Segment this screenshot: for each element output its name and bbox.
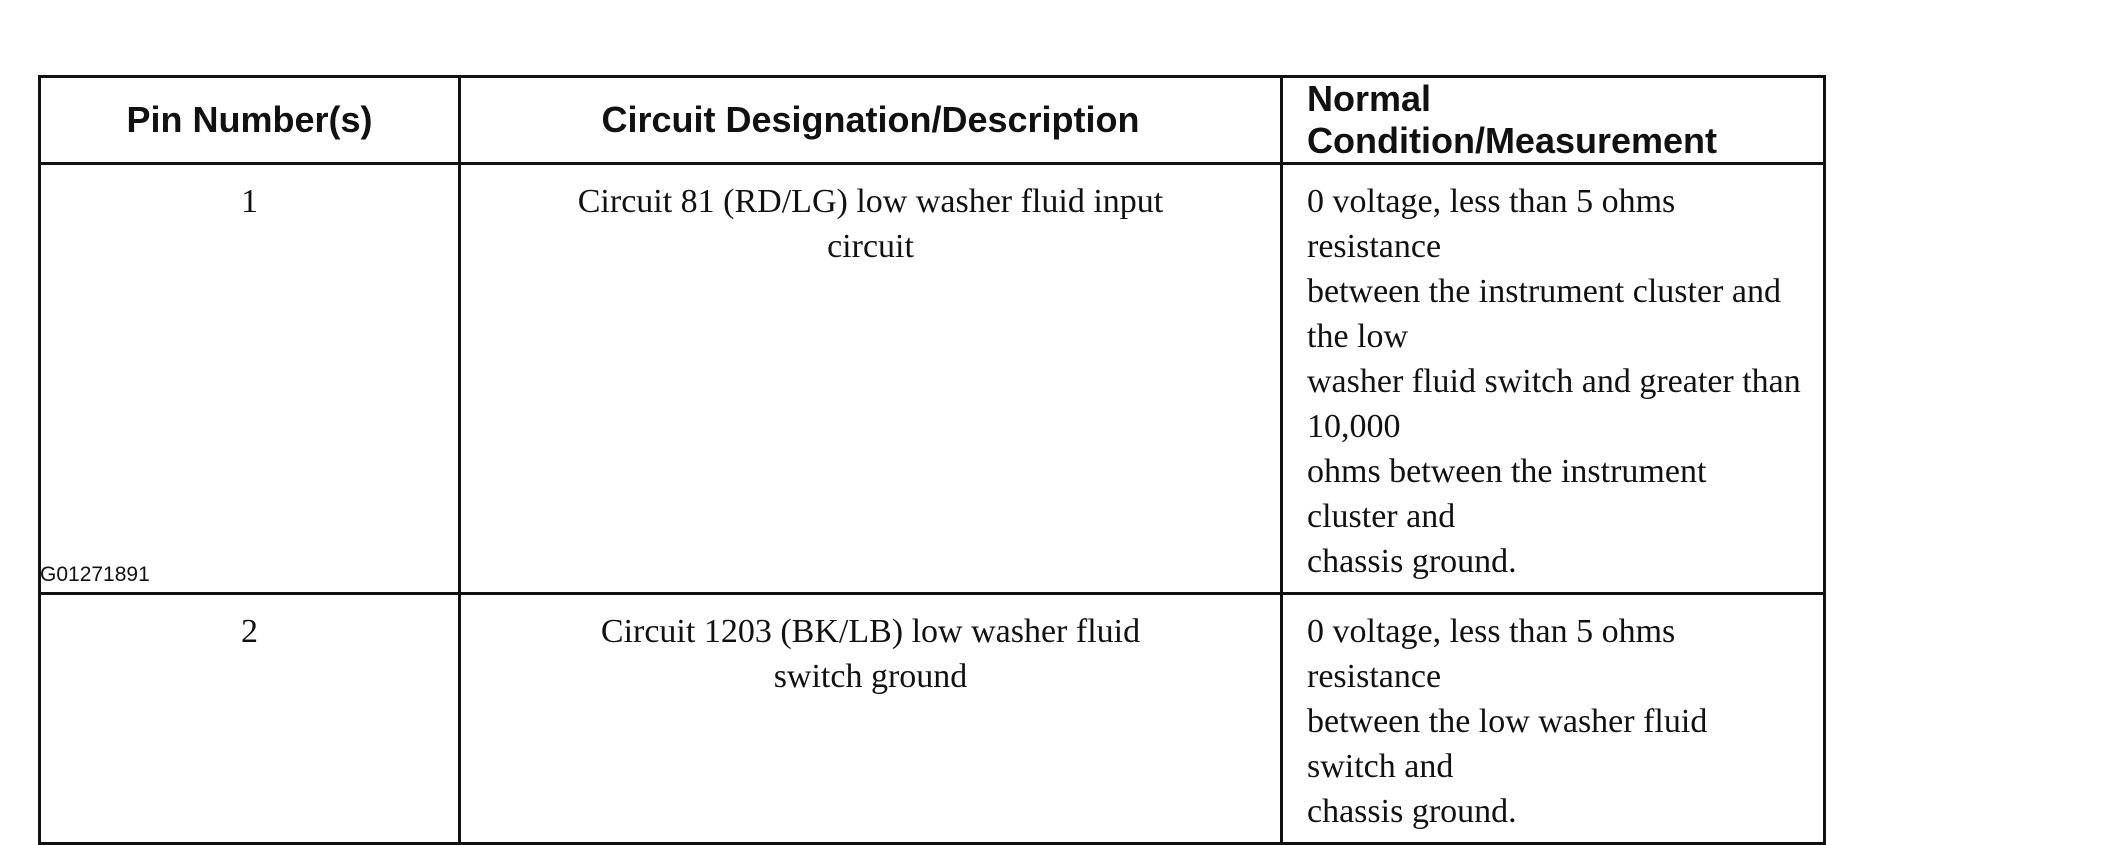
figure-code: G01271891 [40,563,150,586]
cell-circuit: Circuit 81 (RD/LG) low washer fluid inpu… [458,162,1283,595]
header-normal-condition: Normal Condition/Measurement [1280,75,1826,165]
header-pin-numbers: Pin Number(s) [38,75,461,165]
table-row: 1 Circuit 81 (RD/LG) low washer fluid in… [38,162,1826,595]
document-page: Pin Number(s) Circuit Designation/Descri… [38,75,1826,845]
header-row: Pin Number(s) Circuit Designation/Descri… [38,75,1826,165]
table-body: 1 Circuit 81 (RD/LG) low washer fluid in… [38,162,1826,845]
header-circuit-description: Circuit Designation/Description [458,75,1283,165]
cell-pin: 2 [38,592,461,845]
pin-specification-table: Pin Number(s) Circuit Designation/Descri… [38,75,1826,845]
cell-pin: 1 [38,162,461,595]
table-header: Pin Number(s) Circuit Designation/Descri… [38,75,1826,165]
